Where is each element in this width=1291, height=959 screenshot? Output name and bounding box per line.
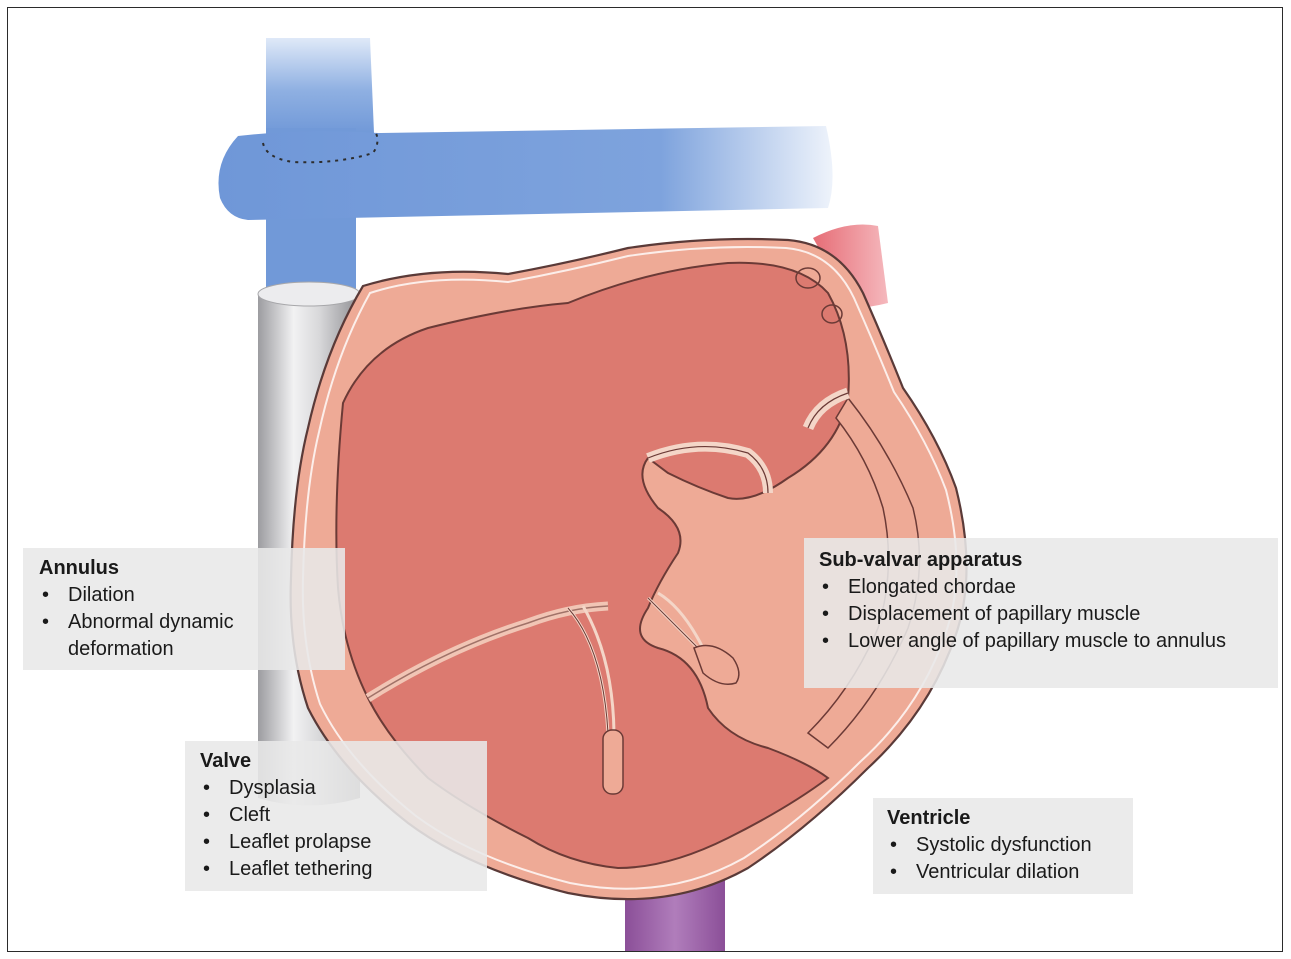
list-item: Ventricular dilation: [887, 859, 1133, 886]
list-item: Elongated chordae: [819, 574, 1278, 601]
list-item: Leaflet tethering: [200, 856, 487, 883]
valve-list: Dysplasia Cleft Leaflet prolapse Leaflet…: [200, 775, 487, 883]
ventricle-title: Ventricle: [887, 805, 1133, 832]
annulus-label-box: Annulus Dilation Abnormal dynamic deform…: [23, 548, 345, 670]
subvalvar-list: Elongated chordae Displacement of papill…: [819, 574, 1278, 655]
list-item: Dysplasia: [200, 775, 487, 802]
pulmonary-artery: [218, 126, 832, 220]
papillary-muscle-posterior: [603, 730, 623, 794]
list-item: Displacement of papillary muscle: [819, 601, 1278, 628]
list-item: Systolic dysfunction: [887, 832, 1133, 859]
ventricle-label-box: Ventricle Systolic dysfunction Ventricul…: [873, 798, 1133, 894]
valve-title: Valve: [200, 748, 487, 775]
list-item: Cleft: [200, 802, 487, 829]
list-item: Dilation: [39, 582, 345, 609]
annulus-list: Dilation Abnormal dynamic deformation: [39, 582, 345, 663]
list-item: Abnormal dynamic deformation: [39, 609, 298, 663]
subvalvar-title: Sub-valvar apparatus: [819, 547, 1278, 574]
figure-frame: Annulus Dilation Abnormal dynamic deform…: [7, 7, 1283, 952]
list-item: Lower angle of papillary muscle to annul…: [819, 628, 1228, 655]
ventricle-list: Systolic dysfunction Ventricular dilatio…: [887, 832, 1133, 886]
list-item: Leaflet prolapse: [200, 829, 487, 856]
annulus-title: Annulus: [39, 555, 345, 582]
subvalvar-label-box: Sub-valvar apparatus Elongated chordae D…: [804, 538, 1278, 688]
valve-label-box: Valve Dysplasia Cleft Leaflet prolapse L…: [185, 741, 487, 891]
